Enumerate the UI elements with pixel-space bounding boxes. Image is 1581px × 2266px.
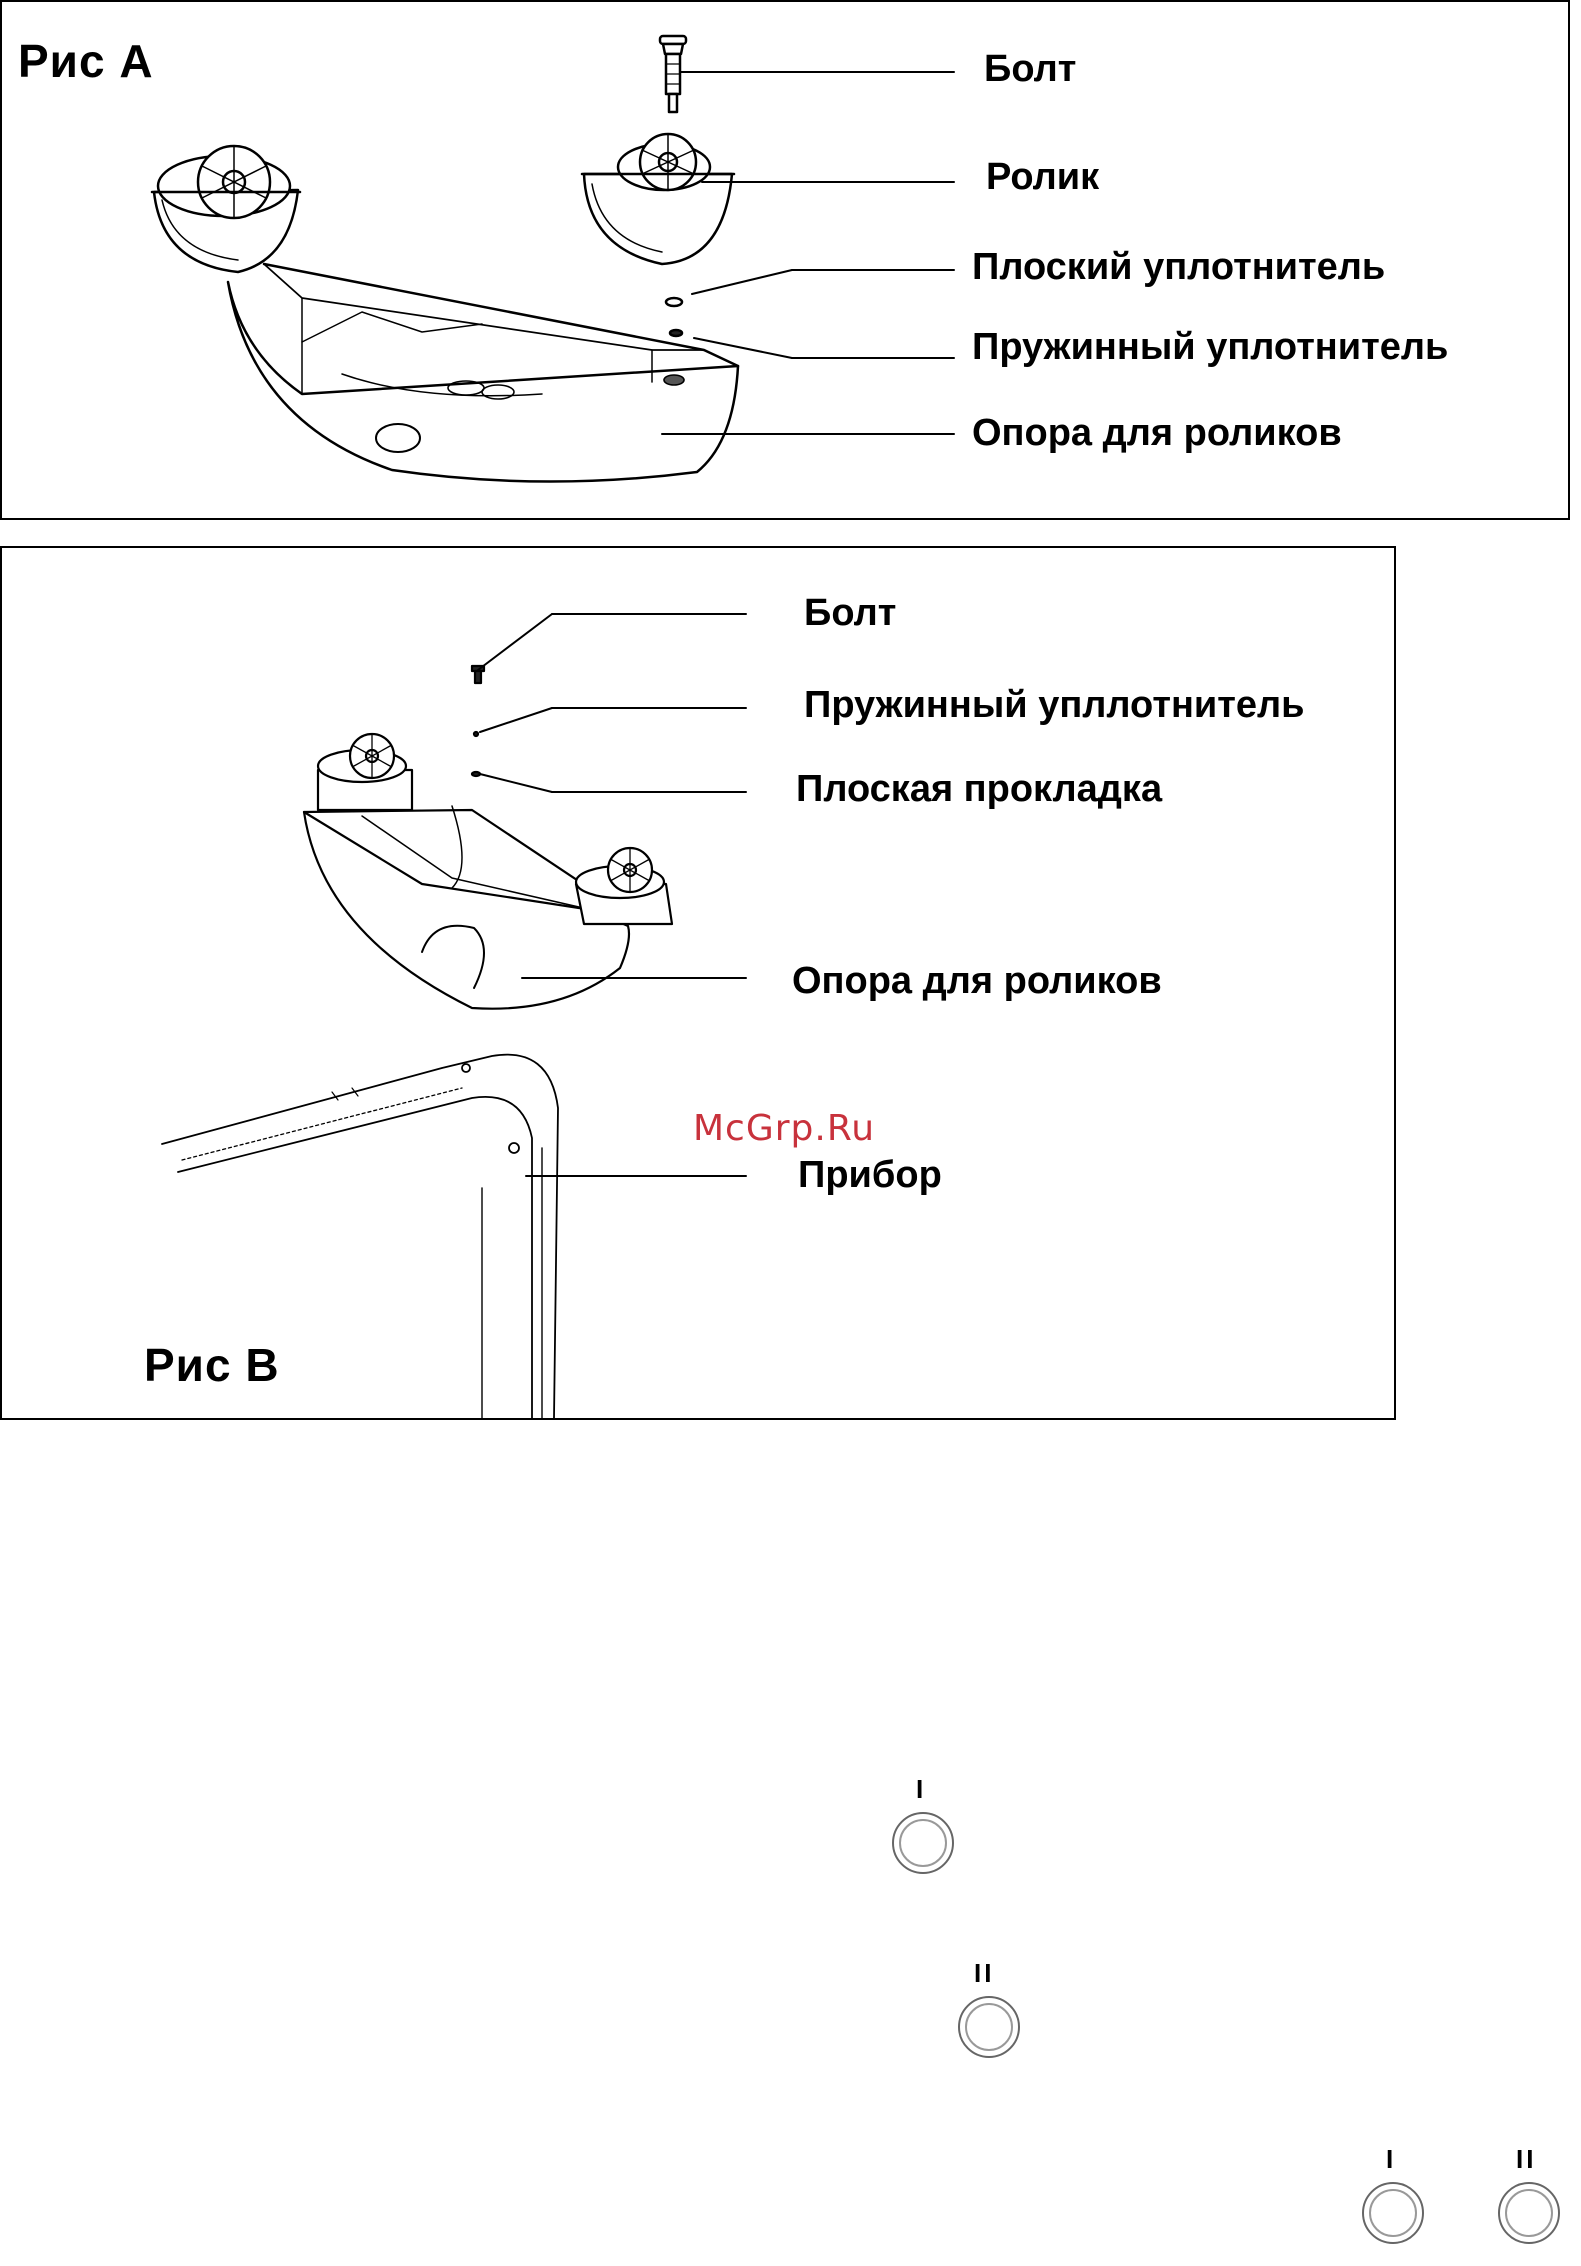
button-label-1: I (916, 1774, 926, 1805)
round-button-2 (958, 1996, 1020, 2058)
watermark-text: McGrp.Ru (693, 1108, 875, 1149)
flat-gasket-part-b (472, 772, 480, 776)
figure-b-title: Рис В (144, 1338, 280, 1392)
button-label-4: II (1516, 2144, 1536, 2175)
round-button-1 (892, 1812, 954, 1874)
label-flat-gasket-b: Плоская прокладка (796, 768, 1162, 811)
roller-part-left (152, 146, 300, 272)
figure-a-title: Рис А (18, 34, 154, 88)
label-flat-seal-a: Плоский уплотнитель (972, 246, 1385, 289)
spring-seal-part-b (474, 732, 478, 736)
label-bolt-a: Болт (984, 48, 1076, 91)
figure-b-panel: Болт Пружинный упллотнитель Плоская прок… (0, 546, 1396, 1420)
roller-part-b-left (318, 734, 412, 810)
label-roller-support-b: Опора для роликов (792, 960, 1162, 1003)
figure-b-illustration (2, 548, 1394, 1418)
label-device-b: Прибор (798, 1154, 942, 1197)
bolt-part-b (472, 666, 484, 683)
label-roller-support-a: Опора для роликов (972, 412, 1342, 455)
label-roller-a: Ролик (986, 156, 1099, 199)
flat-seal-part (666, 298, 682, 306)
label-spring-seal-a: Пружинный уплотнитель (972, 326, 1448, 369)
round-button-3 (1362, 2182, 1424, 2244)
bolt-part (660, 36, 686, 112)
button-label-3: I (1386, 2144, 1396, 2175)
figure-a-panel: Рис А Болт Ролик Плоский уплотнитель Пру… (0, 0, 1570, 520)
label-bolt-b: Болт (804, 592, 896, 635)
label-spring-seal-b: Пружинный упллотнитель (804, 684, 1305, 727)
button-label-2: II (974, 1958, 994, 1989)
round-button-4 (1498, 2182, 1560, 2244)
roller-part-b-right (576, 848, 672, 924)
spring-seal-part (670, 330, 682, 336)
roller-support-part (228, 264, 738, 482)
roller-part (582, 134, 734, 264)
